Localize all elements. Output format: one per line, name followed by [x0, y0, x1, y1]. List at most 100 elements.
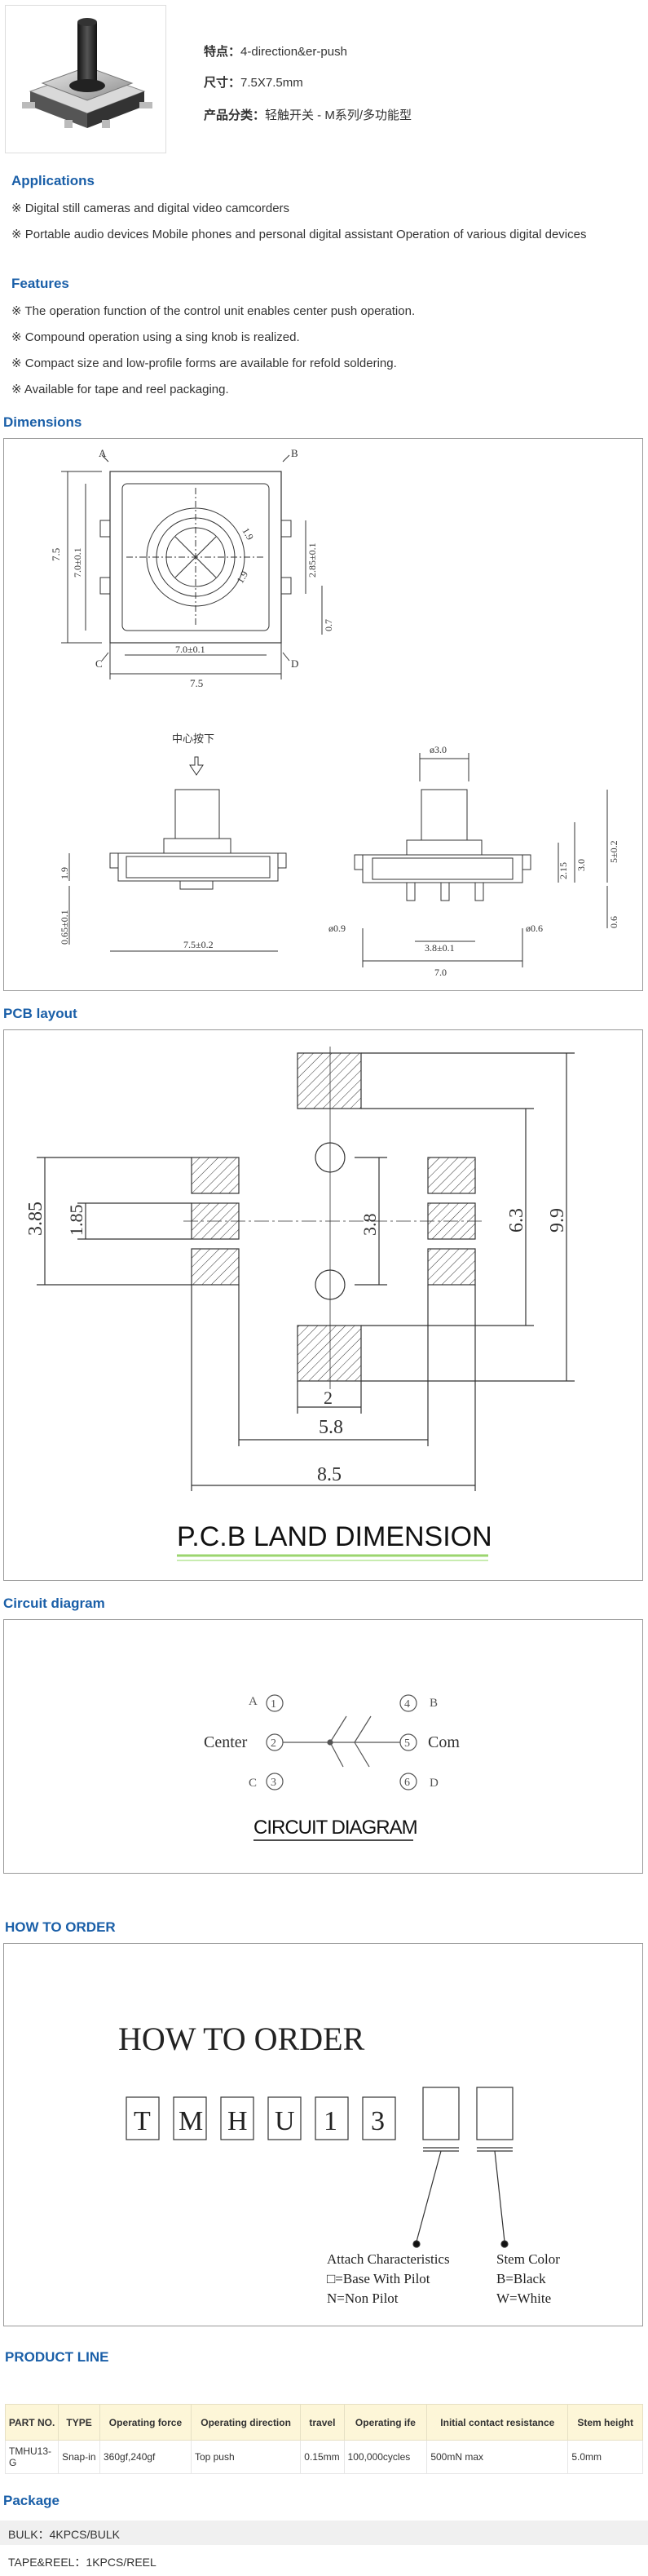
- circuit-pin-1: 1: [271, 1698, 276, 1711]
- circuit-caption: CIRCUIT DIAGRAM: [253, 1817, 417, 1839]
- order-box-5: 1: [324, 2106, 337, 2136]
- circuit-center-label: Center: [204, 1733, 248, 1751]
- pcb-dim-85: 8.5: [317, 1464, 342, 1485]
- attach-title: Attach Characteristics: [327, 2251, 450, 2267]
- order-drawing: HOW TO ORDER T M H U 1 3 Attach Characte…: [3, 1943, 643, 2326]
- table-header: travel: [300, 2404, 345, 2441]
- table-cell: 0.15mm: [300, 2440, 345, 2474]
- dim-19-top: 1.9: [240, 526, 256, 542]
- table-header-row: PART NO. TYPE Operating force Operating …: [4, 2404, 643, 2441]
- circuit-label-a: A: [249, 1695, 258, 1708]
- dim-side-width: 7.0: [434, 967, 447, 978]
- table-header: Initial contact resistance: [426, 2404, 569, 2441]
- circuit-label-c: C: [249, 1777, 257, 1790]
- circuit-pin-3: 3: [271, 1777, 276, 1789]
- table-header: PART NO.: [4, 2404, 60, 2441]
- pcb-dim-63: 6.3: [506, 1208, 527, 1233]
- table-row: TMHU13-G Snap-in 360gf,240gf Top push 0.…: [4, 2440, 643, 2474]
- circuit-pin-2: 2: [271, 1737, 276, 1750]
- dim-inner-width: 7.0±0.1: [175, 644, 205, 655]
- dim-07: 0.7: [323, 619, 334, 631]
- feature-item: ※ Compact size and low-profile forms are…: [11, 356, 397, 370]
- attach-option-n: N=Non Pilot: [327, 2291, 399, 2306]
- dim-label-a: A: [99, 447, 107, 459]
- circuit-pin-6: 6: [404, 1777, 410, 1789]
- pcb-title: PCB layout: [3, 1006, 77, 1021]
- center-push-label: 中心按下: [172, 733, 214, 745]
- pcb-drawing: 3.85 1.85 3.8 6.3 9.9 2 5.8 8.5 P.C.B LA…: [3, 1029, 643, 1581]
- table-cell: 5.0mm: [567, 2440, 643, 2474]
- dim-stem-diameter: ø3.0: [430, 744, 447, 755]
- circuit-title: Circuit diagram: [3, 1596, 105, 1611]
- application-item: ※ Portable audio devices Mobile phones a…: [11, 228, 587, 241]
- pcb-svg: 3.85 1.85 3.8 6.3 9.9 2 5.8 8.5 P.C.B LA…: [25, 1047, 575, 1561]
- switch-photo: [22, 18, 152, 128]
- dim-pin-pitch: 3.8±0.1: [425, 942, 455, 954]
- table-header: Stem height: [567, 2404, 643, 2441]
- pcb-dim-38: 3.8: [359, 1214, 380, 1237]
- spec-features: 特点：4-direction&er-push: [204, 45, 347, 59]
- circuit-label-d: D: [430, 1777, 439, 1790]
- order-box-2: M: [179, 2106, 203, 2136]
- circuit-svg: A 1 Center 2 C 3 4 B 5 Com 6 D CIRCUIT D…: [204, 1694, 460, 1841]
- pcb-dim-2: 2: [324, 1388, 333, 1408]
- dim-285: 2.85±0.1: [306, 542, 318, 578]
- order-heading: HOW TO ORDER: [118, 2021, 365, 2057]
- order-box-4: U: [275, 2106, 295, 2136]
- feature-item: ※ The operation function of the control …: [11, 304, 416, 318]
- feature-item: ※ Compound operation using a sing knob i…: [11, 330, 300, 344]
- stem-title: Stem Color: [496, 2251, 560, 2267]
- dim-top-height: 7.5: [50, 548, 62, 561]
- dim-19-bottom: 1.9: [234, 569, 250, 586]
- order-slot-attach: [422, 2087, 460, 2140]
- dim-label-d: D: [291, 657, 298, 670]
- dim-pin-09: ø0.9: [328, 923, 346, 934]
- product-image: [5, 5, 166, 153]
- table-cell: Snap-in: [58, 2440, 100, 2474]
- features-title: Features: [11, 276, 69, 291]
- dim-label-b: B: [291, 447, 298, 459]
- package-bulk: BULK：4KPCS/BULK: [0, 2521, 648, 2545]
- attach-option-b: □=Base With Pilot: [327, 2271, 430, 2286]
- feature-item: ※ Available for tape and reel packaging.: [11, 383, 229, 396]
- dim-inner-height: 7.0±0.1: [72, 547, 83, 578]
- table-cell: 100,000cycles: [343, 2440, 428, 2474]
- circuit-label-b: B: [430, 1697, 438, 1710]
- product-header: 特点：4-direction&er-push 尺寸：7.5X7.5mm 产品分类…: [0, 0, 648, 163]
- circuit-drawing: A 1 Center 2 C 3 4 B 5 Com 6 D CIRCUIT D…: [3, 1619, 643, 1874]
- spec-category: 产品分类：轻触开关 - M系列/多功能型: [204, 108, 412, 122]
- dim-label-c: C: [95, 657, 103, 670]
- pcb-dim-99: 9.9: [547, 1208, 568, 1233]
- dim-side-50: 5±0.2: [608, 840, 619, 863]
- dim-front-width: 7.5±0.2: [183, 939, 214, 950]
- application-item: ※ Digital still cameras and digital vide…: [11, 201, 290, 215]
- dim-outer-width: 7.5: [190, 677, 203, 689]
- dim-front-19: 1.9: [59, 867, 70, 879]
- order-slot-stem: [476, 2087, 514, 2140]
- dimensions-drawing: A B C D 7.5 7.0±0.1 1.9 1.9 2.85±0.1 0.7…: [3, 438, 643, 991]
- table-cell: TMHU13-G: [4, 2440, 60, 2474]
- spec-size: 尺寸：7.5X7.5mm: [204, 76, 303, 90]
- dim-side-30: 3.0: [575, 859, 587, 871]
- table-header: Operating force: [99, 2404, 192, 2441]
- pcb-dim-58: 5.8: [319, 1417, 343, 1438]
- pcb-dim-385: 3.85: [25, 1202, 46, 1236]
- circuit-pin-4: 4: [404, 1698, 410, 1711]
- stem-option-b: B=Black: [496, 2271, 546, 2286]
- order-box-3: H: [227, 2106, 248, 2136]
- table-cell: Top push: [190, 2440, 302, 2474]
- applications-title: Applications: [11, 173, 95, 188]
- circuit-pin-5: 5: [404, 1737, 410, 1750]
- dim-side-215: 2.15: [558, 862, 569, 879]
- table-cell: 360gf,240gf: [99, 2440, 192, 2474]
- order-svg: HOW TO ORDER T M H U 1 3 Attach Characte…: [118, 2021, 560, 2306]
- package-reel: TAPE&REEL：1KPCS/REEL: [0, 2548, 648, 2573]
- table-header: Operating direction: [190, 2404, 302, 2441]
- product-line-title: PRODUCT LINE: [5, 2349, 109, 2365]
- order-box-6: 3: [371, 2106, 385, 2136]
- dimensions-svg: A B C D 7.5 7.0±0.1 1.9 1.9 2.85±0.1 0.7…: [50, 447, 619, 978]
- dim-front-065: 0.65±0.1: [59, 910, 70, 945]
- stem-option-w: W=White: [496, 2291, 551, 2306]
- circuit-com-label: Com: [428, 1733, 460, 1751]
- product-line-table: PART NO. TYPE Operating force Operating …: [4, 2404, 643, 2474]
